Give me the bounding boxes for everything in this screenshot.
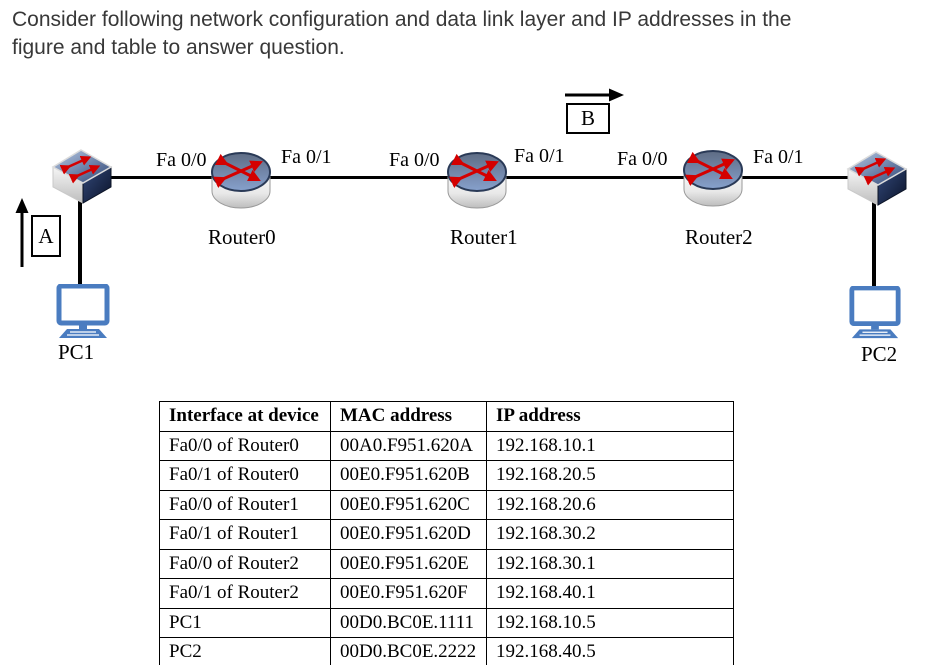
- cell-interface: Fa0/1 of Router1: [159, 519, 331, 550]
- switch2-icon: [846, 151, 908, 206]
- marker-a-label: A: [38, 223, 54, 248]
- cell-ip: 192.168.30.1: [486, 548, 734, 579]
- question-text: Consider following network configuration…: [12, 6, 922, 62]
- router0-icon: [211, 152, 271, 209]
- question-text-line1: Consider following network configuration…: [12, 8, 792, 31]
- router2-right-port-label: Fa 0/1: [753, 146, 804, 168]
- table-row: Fa0/1 of Router2 00E0.F951.620F 192.168.…: [159, 578, 734, 609]
- pc2-label: PC2: [861, 342, 898, 366]
- cell-mac: 00E0.F951.620F: [330, 578, 487, 609]
- cell-interface: Fa0/0 of Router2: [159, 548, 331, 579]
- cell-interface: PC1: [159, 607, 331, 638]
- header-mac: MAC address: [330, 401, 487, 432]
- router1-icon: [447, 152, 507, 209]
- table-row: Fa0/1 of Router1 00E0.F951.620D 192.168.…: [159, 519, 734, 550]
- table-row: PC2 00D0.BC0E.2222 192.168.40.5: [159, 637, 734, 665]
- pc2-icon: [849, 286, 901, 339]
- marker-a-box: A: [31, 215, 61, 257]
- cell-mac: 00E0.F951.620B: [330, 460, 487, 491]
- router2-label: Router2: [685, 225, 753, 249]
- pc2-switch-link-line: [872, 201, 876, 290]
- pc1-label: PC1: [58, 340, 95, 364]
- table-row: Fa0/1 of Router0 00E0.F951.620B 192.168.…: [159, 460, 734, 491]
- router0-left-port-label: Fa 0/0: [156, 149, 207, 171]
- cell-ip: 192.168.10.1: [486, 430, 734, 461]
- table-row: PC1 00D0.BC0E.1111 192.168.10.5: [159, 607, 734, 638]
- cell-ip: 192.168.30.2: [486, 519, 734, 550]
- router1-right-port-label: Fa 0/1: [514, 145, 565, 167]
- cell-mac: 00E0.F951.620E: [330, 548, 487, 579]
- table-header-row: Interface at device MAC address IP addre…: [159, 401, 734, 432]
- cell-mac: 00E0.F951.620C: [330, 489, 487, 520]
- router0-label: Router0: [208, 225, 276, 249]
- direction-b-right-arrow-icon: [565, 88, 624, 102]
- cell-interface: Fa0/1 of Router0: [159, 460, 331, 491]
- cell-ip: 192.168.40.1: [486, 578, 734, 609]
- router2-left-port-label: Fa 0/0: [617, 148, 668, 170]
- table-row: Fa0/0 of Router2 00E0.F951.620E 192.168.…: [159, 548, 734, 579]
- router2-icon: [683, 150, 743, 207]
- switch1-icon: [51, 149, 113, 204]
- marker-b-box: B: [566, 103, 610, 134]
- table-row: Fa0/0 of Router1 00E0.F951.620C 192.168.…: [159, 489, 734, 520]
- router1-label: Router1: [450, 225, 518, 249]
- cell-mac: 00A0.F951.620A: [330, 430, 487, 461]
- router1-left-port-label: Fa 0/0: [389, 149, 440, 171]
- address-table: Interface at device MAC address IP addre…: [159, 401, 734, 665]
- cell-ip: 192.168.20.5: [486, 460, 734, 491]
- router0-right-port-label: Fa 0/1: [281, 146, 332, 168]
- pc1-switch-link-line: [78, 201, 82, 288]
- pc1-icon: [56, 284, 110, 338]
- table-row: Fa0/0 of Router0 00A0.F951.620A 192.168.…: [159, 430, 734, 461]
- header-ip: IP address: [486, 401, 734, 432]
- cell-ip: 192.168.40.5: [486, 637, 734, 665]
- cell-interface: Fa0/1 of Router2: [159, 578, 331, 609]
- cell-mac: 00E0.F951.620D: [330, 519, 487, 550]
- direction-a-up-arrow-icon: [15, 198, 29, 267]
- cell-mac: 00D0.BC0E.2222: [330, 637, 487, 665]
- cell-interface: Fa0/0 of Router0: [159, 430, 331, 461]
- cell-ip: 192.168.10.5: [486, 607, 734, 638]
- cell-ip: 192.168.20.6: [486, 489, 734, 520]
- question-text-line2: figure and table to answer question.: [12, 36, 345, 59]
- header-interface: Interface at device: [159, 401, 331, 432]
- cell-interface: Fa0/0 of Router1: [159, 489, 331, 520]
- marker-b-label: B: [580, 106, 595, 130]
- cell-mac: 00D0.BC0E.1111: [330, 607, 487, 638]
- cell-interface: PC2: [159, 637, 331, 665]
